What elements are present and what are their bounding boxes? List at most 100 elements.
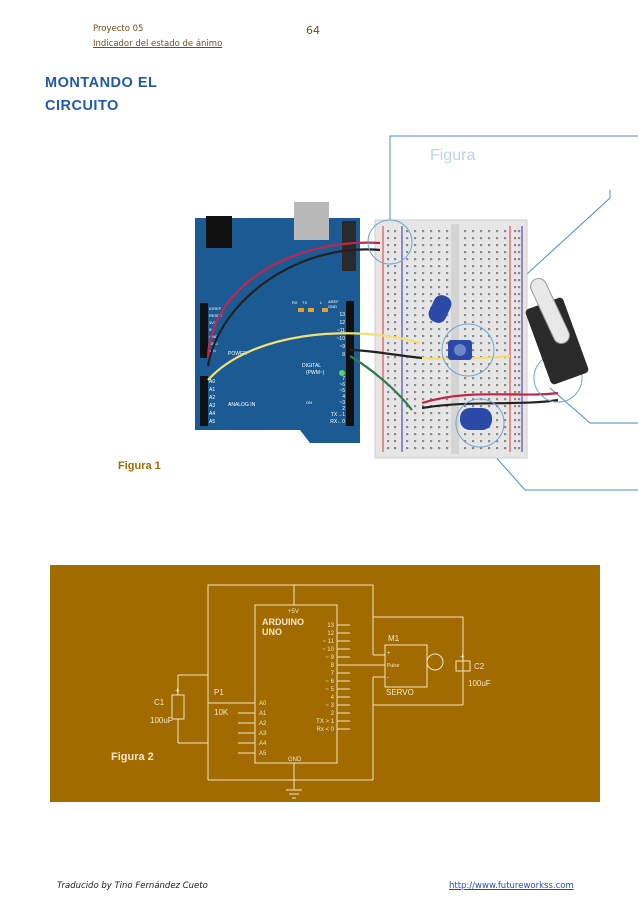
breadboard-hole [406,377,409,380]
breadboard-hole [518,405,521,408]
breadboard-hole [406,279,409,282]
breadboard-hole [430,244,433,247]
breadboard-hole [414,244,417,247]
breadboard-hole [488,307,491,310]
breadboard-hole [488,405,491,408]
breadboard-hole [480,279,483,282]
breadboard-hole [488,433,491,436]
breadboard-hole [414,426,417,429]
schem-c1-plus: + [175,686,180,695]
breadboard-hole [406,349,409,352]
breadboard-hole [518,286,521,289]
breadboard-hole [480,328,483,331]
breadboard-hole [422,300,425,303]
pin-d6: ~6 [339,382,345,388]
breadboard-hole [472,328,475,331]
breadboard-hole [387,307,390,310]
breadboard-hole [464,321,467,324]
breadboard-hole [518,314,521,317]
breadboard-hole [514,293,517,296]
breadboard-hole [496,314,499,317]
breadboard-hole [414,328,417,331]
breadboard-hole [504,405,507,408]
capacitor-c2 [460,408,492,430]
breadboard-hole [406,251,409,254]
pin-d13: 13 [339,312,345,318]
breadboard-hole [488,370,491,373]
pin-gnd-1: GND [209,334,218,339]
breadboard-hole [518,237,521,240]
breadboard-hole [504,370,507,373]
breadboard-hole [438,293,441,296]
breadboard-hole [504,244,507,247]
breadboard-hole [438,426,441,429]
breadboard-hole [406,237,409,240]
breadboard-hole [518,328,521,331]
breadboard-hole [518,251,521,254]
breadboard-hole [446,440,449,443]
page-number: 64 [306,24,320,37]
breadboard-hole [422,335,425,338]
breadboard-hole [414,237,417,240]
breadboard-hole [438,342,441,345]
power-jack [206,216,232,248]
breadboard-hole [422,265,425,268]
breadboard-hole [387,405,390,408]
breadboard-hole [472,307,475,310]
breadboard-hole [518,398,521,401]
breadboard-hole [514,342,517,345]
breadboard-hole [394,377,397,380]
schem-board-name-2: UNO [262,627,282,637]
breadboard-hole [514,307,517,310]
breadboard-hole [446,356,449,359]
breadboard-hole [406,286,409,289]
breadboard-hole [488,363,491,366]
breadboard-hole [496,335,499,338]
breadboard-hole [514,377,517,380]
breadboard-hole [504,272,507,275]
schem-pin-3: ~ 3 [325,703,334,709]
label-analog-in: ANALOG IN [228,402,256,408]
breadboard-hole [488,314,491,317]
breadboard-hole [480,377,483,380]
breadboard-hole [472,314,475,317]
breadboard-hole [422,293,425,296]
breadboard-hole [518,412,521,415]
breadboard-hole [414,398,417,401]
breadboard-hole [488,265,491,268]
breadboard-hole [406,398,409,401]
breadboard-hole [518,426,521,429]
schem-pin-10: ~ 10 [322,647,335,653]
breadboard-hole [488,377,491,380]
breadboard-hole [480,342,483,345]
breadboard-hole [430,293,433,296]
footer-url-link[interactable]: http://www.futureworkss.com [449,881,574,891]
breadboard-hole [518,272,521,275]
breadboard-hole [438,447,441,450]
breadboard-hole [488,391,491,394]
breadboard-hole [514,251,517,254]
breadboard-hole [488,335,491,338]
breadboard-hole [438,328,441,331]
breadboard-hole [480,391,483,394]
breadboard-hole [387,328,390,331]
breadboard-hole [414,314,417,317]
breadboard-hole [438,251,441,254]
breadboard-hole [422,279,425,282]
breadboard-hole [446,244,449,247]
header-subtitle-link[interactable]: Indicador del estado de ánimo [93,39,223,49]
breadboard-hole [472,258,475,261]
breadboard-hole [472,279,475,282]
breadboard-hole [394,433,397,436]
breadboard-hole [394,405,397,408]
breadboard-hole [438,363,441,366]
breadboard-hole [387,293,390,296]
breadboard-hole [480,335,483,338]
breadboard-hole [488,426,491,429]
breadboard-hole [504,363,507,366]
breadboard-hole [430,356,433,359]
breadboard-hole [496,328,499,331]
label-rx: RX [292,300,298,305]
breadboard-hole [394,440,397,443]
breadboard-hole [472,447,475,450]
